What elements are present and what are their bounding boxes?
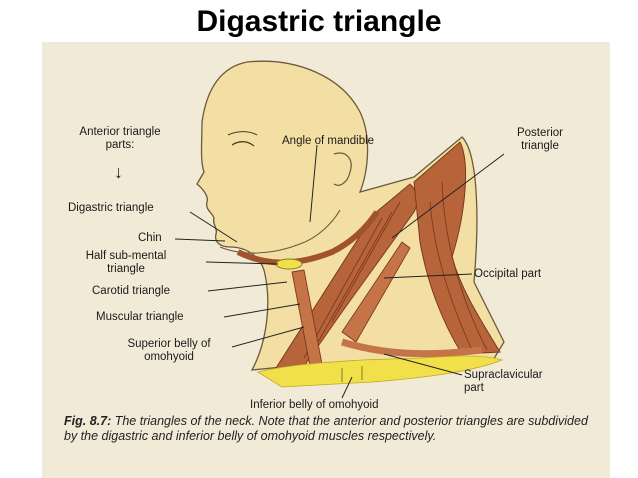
leader-angle-of-mandible — [309, 144, 318, 223]
label-occipital-part: Occipital part — [474, 268, 542, 280]
leader-posterior-triangle — [391, 153, 505, 239]
label-supraclavicular-part: Supraclavicular part — [464, 369, 543, 394]
leader-occipital — [383, 273, 473, 279]
label-muscular-triangle: Muscular triangle — [96, 311, 184, 323]
leader-carotid — [207, 281, 288, 292]
neck-illustration — [174, 60, 505, 399]
down-arrow-icon: ↓ — [114, 162, 123, 182]
label-digastric-triangle: Digastric triangle — [68, 202, 154, 214]
trapezius-muscle — [413, 141, 501, 355]
scalene-muscle — [341, 241, 411, 343]
leader-chin — [174, 238, 226, 242]
digastric-muscle — [236, 210, 380, 266]
leader-superior-belly — [231, 326, 305, 348]
supraclavicular-region — [256, 355, 504, 388]
leader-muscular — [223, 303, 301, 318]
eye — [231, 141, 255, 147]
hyoid-bone — [275, 258, 303, 270]
label-posterior-triangle: Posterior triangle — [516, 127, 564, 152]
caption-text: The triangles of the neck. Note that the… — [64, 414, 588, 443]
label-angle-of-mandible: Angle of mandible — [282, 135, 375, 147]
label-half-submental-triangle: Half sub-mental triangle — [85, 250, 167, 275]
eyebrow — [227, 131, 258, 136]
head-neck-silhouette — [196, 60, 505, 371]
leader-supraclavicular — [383, 353, 463, 376]
diagram-figure: Anterior triangle parts: ↓ Angle of mand… — [42, 42, 610, 478]
leader-digastric-triangle — [189, 211, 238, 243]
leader-half-submental — [205, 261, 279, 265]
label-anterior-triangle-parts: Anterior triangle parts: — [79, 126, 161, 151]
leader-inferior-belly — [341, 376, 353, 399]
label-inferior-belly-omohyoid: Inferior belly of omohyoid — [250, 399, 379, 411]
label-chin: Chin — [138, 232, 162, 244]
leader-lines — [174, 144, 505, 399]
slide-title: Digastric triangle — [196, 5, 442, 38]
inferior-belly-omohyoid — [340, 338, 483, 358]
ear — [333, 152, 352, 186]
label-carotid-triangle: Carotid triangle — [92, 285, 170, 297]
label-superior-belly-omohyoid: Superior belly of omohyoid — [127, 338, 211, 363]
caption-figure-number: Fig. 8.7: — [64, 414, 112, 428]
figure-caption: Fig. 8.7: The triangles of the neck. Not… — [64, 414, 604, 444]
